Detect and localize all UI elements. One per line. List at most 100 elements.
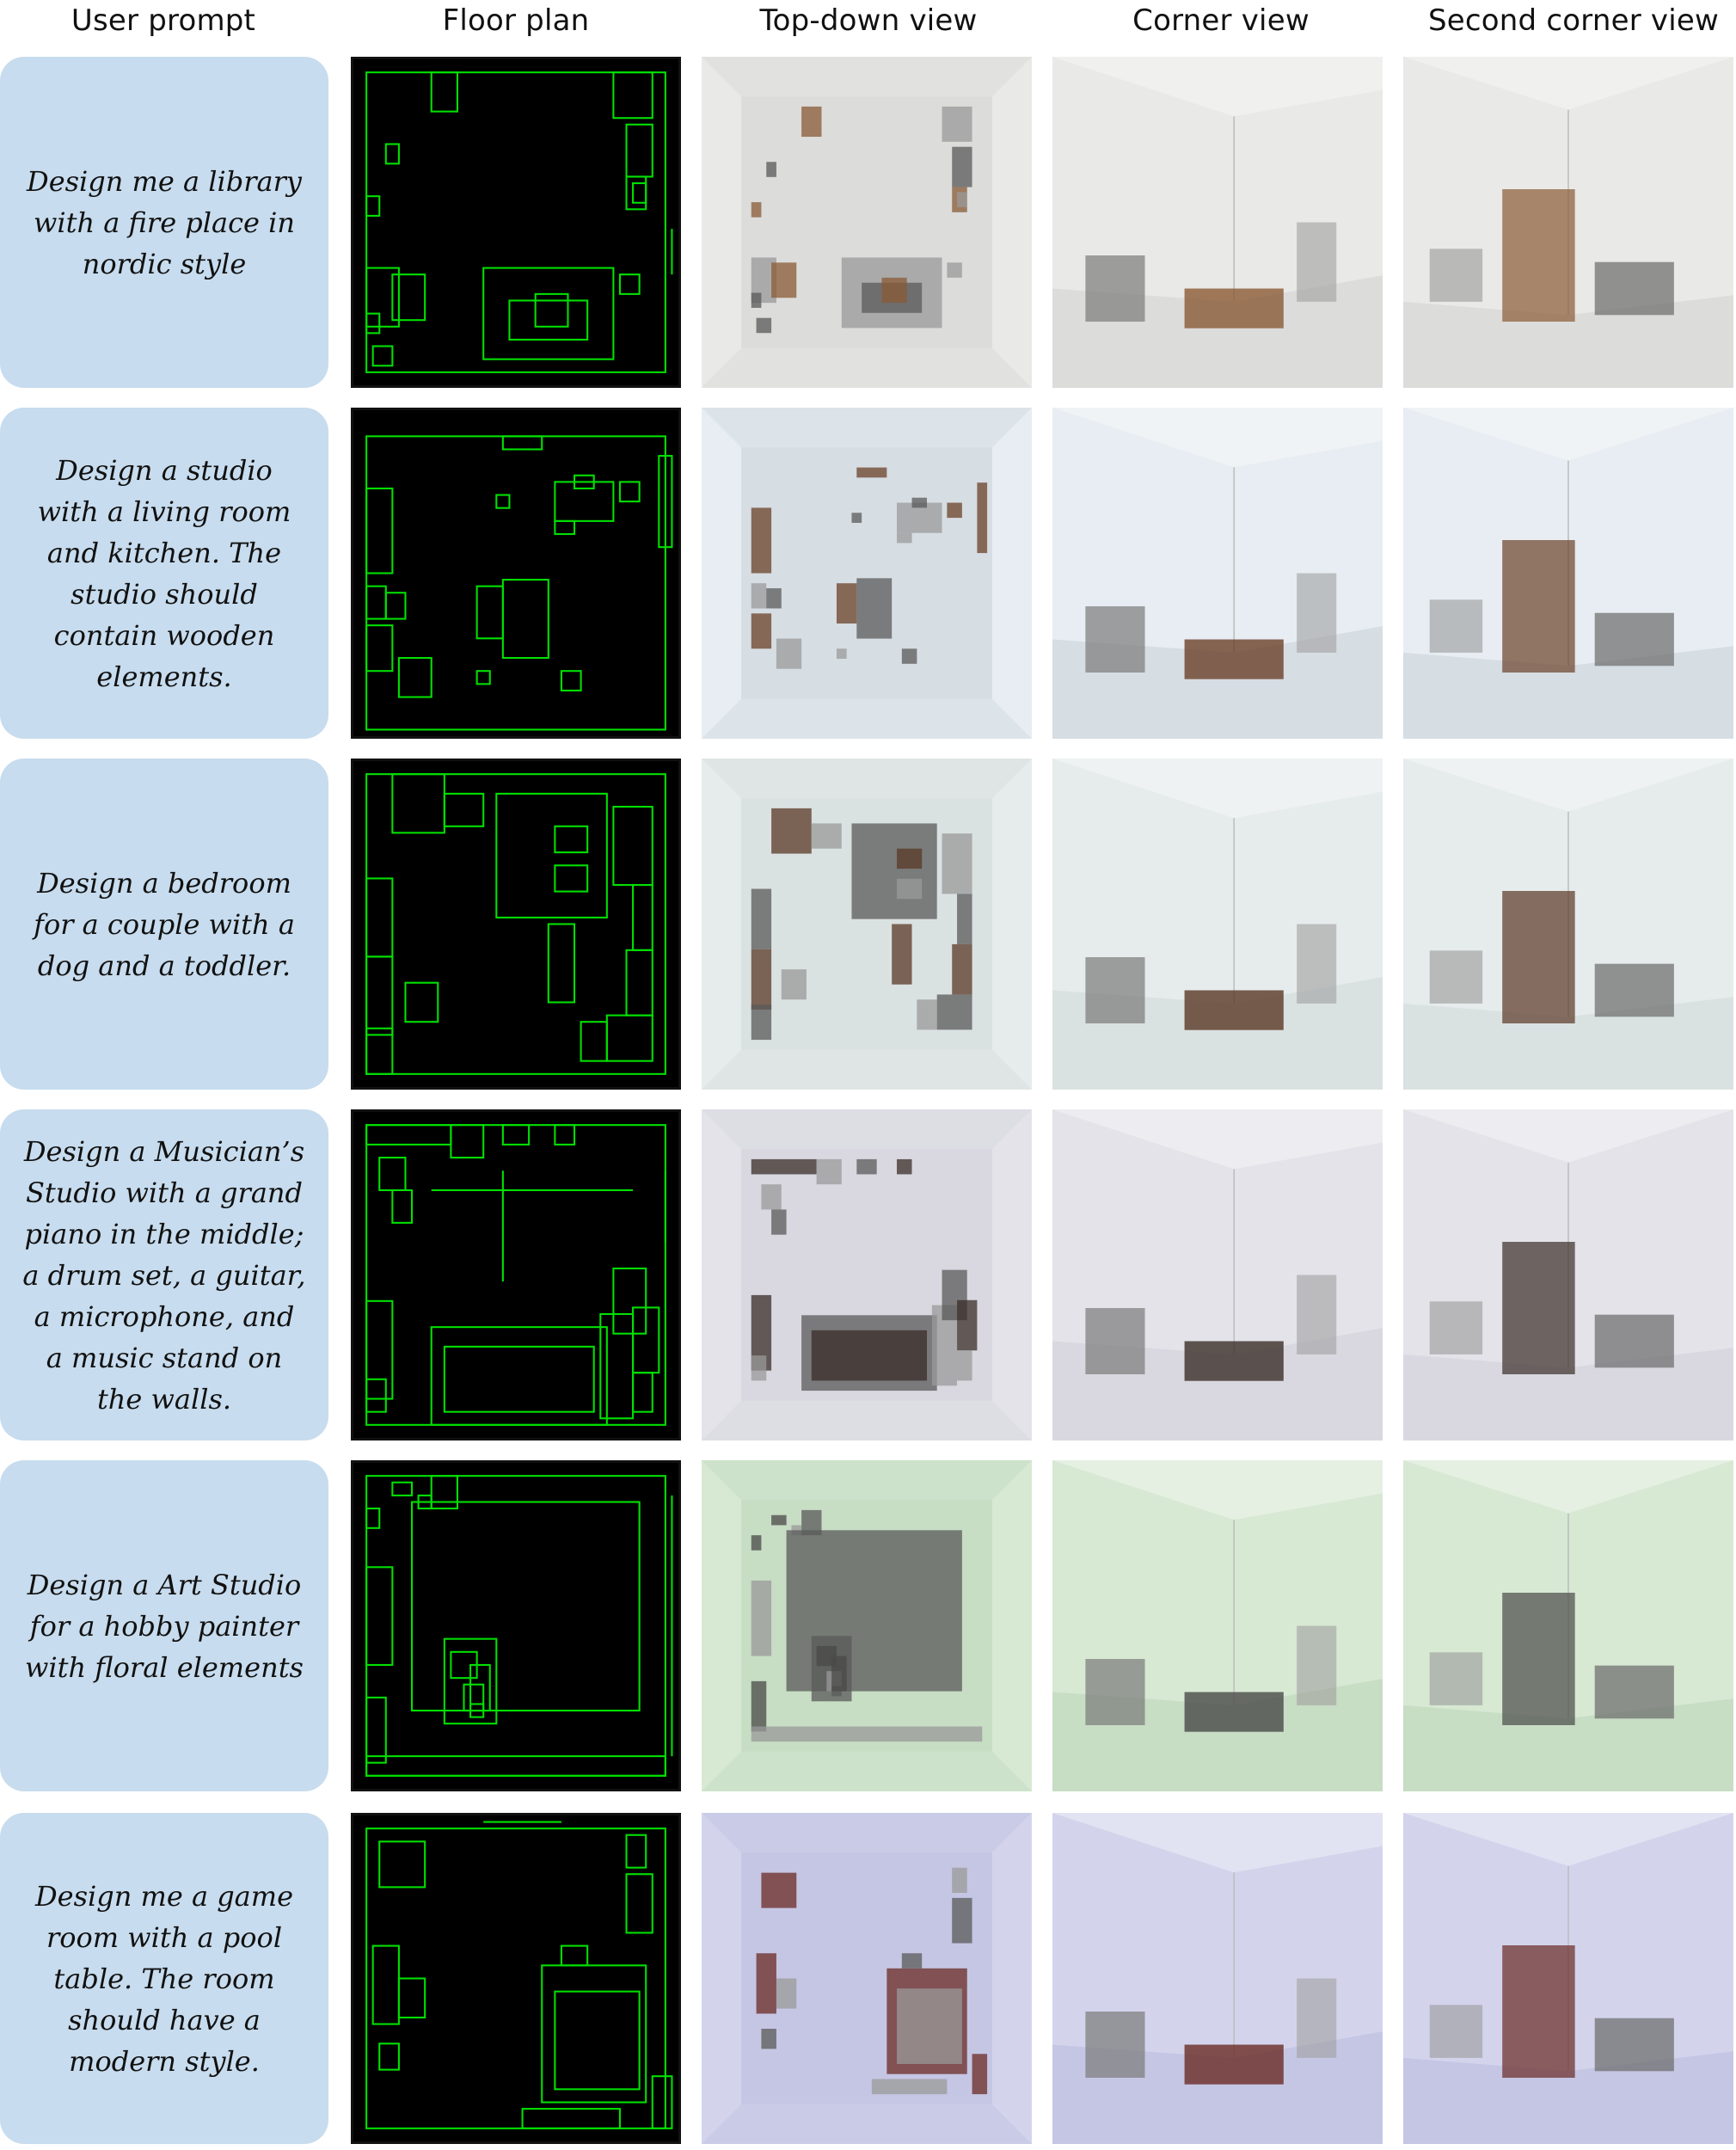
floor-plan-object [430, 1326, 608, 1426]
floor-plan-object [378, 1840, 426, 1889]
floor-plan-object [632, 883, 653, 951]
floor-plan-object [554, 481, 615, 522]
corner-render-image [1052, 408, 1383, 739]
prompt-text: Design me a library with a fire place in… [27, 164, 302, 280]
floor-plan-object [365, 195, 381, 217]
floor-plan-object [365, 1566, 394, 1667]
floor-plan-object [521, 2108, 621, 2129]
floor-plan-object [554, 519, 576, 536]
floor-plan-drawing [365, 773, 666, 1075]
floor-plan-object [365, 1378, 387, 1413]
corner-render [1052, 408, 1383, 739]
header-top-down-view: Top-down view [759, 3, 978, 38]
example-row: Design a bedroom for a couple with a dog… [0, 759, 1736, 1090]
floor-plan-object [365, 487, 394, 574]
floor-plan-object [365, 71, 666, 373]
floor-plan-object [430, 71, 458, 113]
example-row: Design a Musician’s Studio with a grand … [0, 1109, 1736, 1440]
header-second-corner-view: Second corner view [1428, 3, 1719, 38]
floor-plan-object [397, 1977, 426, 2019]
floor-plan-object [541, 1964, 647, 2104]
floor-plan-object [365, 1299, 394, 1400]
top-down-render-image [702, 408, 1032, 739]
floor-plan-object [508, 299, 589, 341]
top-down-render [702, 1109, 1032, 1440]
floor-plan-object [391, 1189, 414, 1224]
second-corner-render [1403, 408, 1733, 739]
floor-plan [351, 1109, 681, 1440]
floor-plan-object [501, 1124, 531, 1146]
floor-plan-object [618, 481, 641, 503]
floor-plan-object [365, 1696, 387, 1764]
prompt-box: Design me a game room with a pool table.… [0, 1813, 328, 2144]
floor-plan-object [365, 1508, 381, 1529]
second-corner-render [1403, 57, 1733, 388]
floor-plan-object [365, 1124, 666, 1426]
floor-plan-object [371, 1944, 400, 2025]
second-corner-render [1403, 1813, 1733, 2144]
floor-plan-object [430, 1475, 458, 1510]
second-corner-render-image [1403, 408, 1733, 739]
floor-plan-object [378, 1157, 407, 1192]
top-down-render-image [702, 759, 1032, 1090]
example-row: Design a Art Studio for a hobby painter … [0, 1460, 1736, 1791]
floor-plan-object [495, 792, 608, 918]
floor-plan-object [612, 806, 653, 887]
floor-plan-object [365, 1828, 666, 2129]
floor-plan-object [554, 825, 589, 854]
floor-plan-object [482, 267, 615, 360]
second-corner-render [1403, 1460, 1733, 1791]
second-corner-render-image [1403, 1460, 1733, 1791]
floor-plan [351, 408, 681, 739]
floor-plan-object [580, 1021, 608, 1062]
top-down-render [702, 759, 1032, 1090]
floor-plan-object [443, 1345, 595, 1413]
floor-plan-object [554, 864, 589, 893]
floor-plan [351, 759, 681, 1090]
top-down-render-image [702, 1109, 1032, 1440]
prompt-box: Design a Musician’s Studio with a grand … [0, 1109, 328, 1440]
second-corner-render [1403, 1109, 1733, 1440]
prompt-box: Design a bedroom for a couple with a dog… [0, 759, 328, 1090]
floor-plan-object [495, 494, 511, 509]
second-corner-render [1403, 759, 1733, 1090]
floor-plan-object [560, 670, 582, 691]
floor-plan-object [560, 1944, 589, 1967]
prompt-box: Design a studio with a living room and k… [0, 408, 328, 739]
prompt-box: Design me a library with a fire place in… [0, 57, 328, 388]
prompt-text: Design a Art Studio for a hobby painter … [25, 1568, 304, 1684]
top-down-render [702, 1460, 1032, 1791]
floor-plan-object [365, 435, 666, 731]
floor-plan-object [411, 1501, 641, 1712]
top-down-render-image [702, 57, 1032, 388]
floor-plan-object [605, 1014, 653, 1062]
top-down-render [702, 57, 1032, 388]
floor-plan-object [632, 1372, 653, 1413]
floor-plan-object [391, 773, 445, 834]
floor-plan-object [443, 792, 485, 827]
floor-plan-object [501, 579, 549, 660]
floor-plan-object [365, 773, 666, 1075]
floor-plan-object [371, 345, 394, 367]
example-row: Design a studio with a living room and k… [0, 408, 1736, 739]
corner-render [1052, 57, 1383, 388]
floor-plan-object [365, 1027, 394, 1075]
floor-plan-object [612, 1267, 647, 1335]
floor-plan-drawing [365, 1124, 666, 1426]
floor-plan-object [365, 955, 394, 1036]
corner-render-image [1052, 1813, 1383, 2144]
header-corner-view: Corner view [1132, 3, 1310, 38]
floor-plan-object [574, 474, 595, 490]
floor-plan-object [384, 592, 407, 620]
second-corner-render-image [1403, 1109, 1733, 1440]
floor-plan-drawing [365, 1475, 673, 1777]
floor-plan-object [365, 877, 394, 958]
floor-plan-drawing [365, 435, 673, 731]
floor-plan-object [365, 1124, 452, 1146]
corner-render [1052, 1813, 1383, 2144]
floor-plan-object [625, 1834, 647, 1869]
prompt-text: Design a bedroom for a couple with a dog… [34, 866, 295, 982]
floor-plan-object [625, 949, 653, 1017]
floor-plan-object [378, 2042, 400, 2071]
floor-plan-object [534, 292, 569, 328]
